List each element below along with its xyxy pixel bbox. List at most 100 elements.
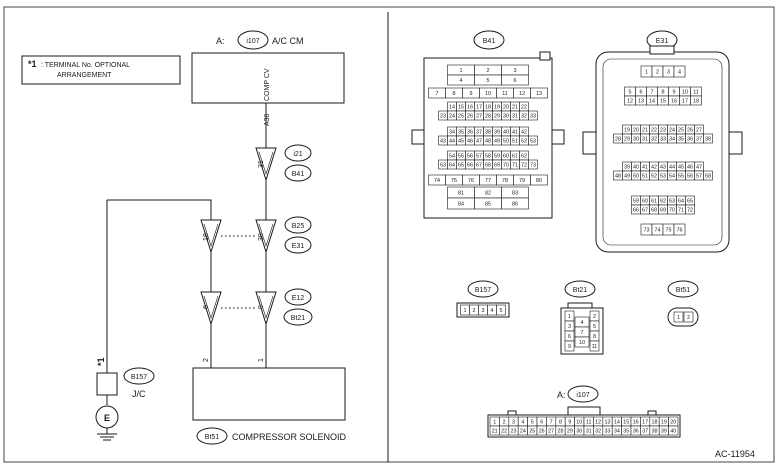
joint-connector-e12-bt21: 6 9 E12 Bt21 <box>200 288 313 326</box>
svg-text:B157: B157 <box>475 287 491 294</box>
b41-pin-9-label: 9 <box>470 91 473 97</box>
e31-pin-29-label: 29 <box>624 137 630 143</box>
b41-pin-43-label: 43 <box>440 139 446 145</box>
bt21-pin-4-label: 4 <box>581 320 584 326</box>
b41-pin-16-label: 16 <box>467 105 473 111</box>
e31-pin-11-label: 11 <box>693 90 699 96</box>
i107-pin-1-label: 1 <box>493 420 496 426</box>
svg-text:Bt51: Bt51 <box>205 434 220 441</box>
e31-pin-25-label: 25 <box>678 128 684 134</box>
i107-pin-2-label: 2 <box>503 420 506 426</box>
b157-pin-3-label: 3 <box>482 308 485 314</box>
b41-pin-86-label: 86 <box>512 202 518 208</box>
svg-text:: TERMINAL No. OPTIONAL: : TERMINAL No. OPTIONAL <box>41 62 130 69</box>
svg-text:2: 2 <box>687 315 690 321</box>
svg-text:*1: *1 <box>28 59 37 69</box>
connector-face-bt51: Bt51 1 2 <box>667 280 699 327</box>
svg-text:J/C: J/C <box>132 389 146 399</box>
b41-pin-56-label: 56 <box>467 154 473 160</box>
wire-jc-to-solenoid <box>107 199 212 368</box>
svg-text:18: 18 <box>203 233 210 241</box>
bt21-pin-11 <box>589 340 600 352</box>
bt21-pin-11-label: 11 <box>592 344 598 350</box>
b41-pin-14-label: 14 <box>449 105 455 111</box>
e31-pin-64-label: 64 <box>678 199 684 205</box>
e31-pin-43-label: 43 <box>660 165 666 171</box>
e31-pin-46-label: 46 <box>687 165 693 171</box>
b41-pin-62-label: 62 <box>521 154 527 160</box>
b41-pin-30-label: 30 <box>503 114 509 120</box>
svg-text:B41: B41 <box>292 171 305 178</box>
e31-pin-30-label: 30 <box>633 137 639 143</box>
bt21-pin-3-label: 3 <box>568 324 571 330</box>
b41-pin-4-label: 4 <box>460 78 463 84</box>
e31-pin-39-label: 39 <box>624 165 630 171</box>
e31-pin-72-label: 72 <box>687 208 693 214</box>
i107-pin-26-label: 26 <box>539 429 545 435</box>
e31-pin-18-label: 18 <box>693 99 699 105</box>
i107-pin-10-label: 10 <box>576 420 582 426</box>
e31-pin-22-label: 22 <box>651 128 657 134</box>
figure-code: AC-11954 <box>715 449 755 459</box>
b41-pin-11-label: 11 <box>502 91 508 97</box>
svg-text:1: 1 <box>677 315 680 321</box>
b41-pin-38-label: 38 <box>485 130 491 136</box>
b41-pin-80 <box>530 174 548 186</box>
e31-pin-56-label: 56 <box>687 174 693 180</box>
i107-pin-3-label: 3 <box>512 420 515 426</box>
b41-pin-35-label: 35 <box>458 130 464 136</box>
e31-pin-14-label: 14 <box>649 99 655 105</box>
e31-pin-52-label: 52 <box>651 174 657 180</box>
i107-pin-16-label: 16 <box>633 420 639 426</box>
e31-pin-35-label: 35 <box>678 137 684 143</box>
e31-pin-32-label: 32 <box>651 137 657 143</box>
e31-pin-71-label: 71 <box>678 208 684 214</box>
svg-text:A36: A36 <box>264 113 271 126</box>
compressor-solenoid: 2 1 Bt51 COMPRESSOR SOLENOID <box>192 358 347 445</box>
b41-pin-81-label: 81 <box>458 191 464 197</box>
b41-pin-8-label: 8 <box>453 91 456 97</box>
svg-text:COMPRESSOR SOLENOID: COMPRESSOR SOLENOID <box>232 432 347 442</box>
b41-pin-7-label: 7 <box>436 91 439 97</box>
b41-pin-82-label: 82 <box>485 191 491 197</box>
i107-pin-38-label: 38 <box>652 429 658 435</box>
b41-pin-70-label: 70 <box>503 163 509 169</box>
e31-pin-67-label: 67 <box>642 208 648 214</box>
i107-pin-13-label: 13 <box>605 420 611 426</box>
b41-pin-74-label: 74 <box>434 178 440 184</box>
optional-arrangement-note: *1 : TERMINAL No. OPTIONAL ARRANGEMENT <box>21 55 181 85</box>
b41-pin-42-label: 42 <box>521 130 527 136</box>
bt21-pin-1-label: 1 <box>568 314 571 320</box>
b157-pin-1-label: 1 <box>464 308 467 314</box>
b41-pin-41-label: 41 <box>512 130 518 136</box>
b157-pin-5 <box>496 304 506 316</box>
b41-pin-12-label: 12 <box>519 91 525 97</box>
svg-text:9: 9 <box>258 305 265 309</box>
b41-pin-47-label: 47 <box>476 139 482 145</box>
joint-connector-i21-b41: 31 i21 B41 <box>255 144 312 182</box>
b41-pin-19-label: 19 <box>494 105 500 111</box>
ac-control-module: A: i107 A/C CM COMP CV A36 <box>191 30 345 126</box>
svg-text:A:: A: <box>557 390 566 400</box>
svg-text:6: 6 <box>203 305 210 309</box>
b41-pin-32-label: 32 <box>521 114 527 120</box>
bt21-pin-8-label: 8 <box>593 334 596 340</box>
e31-pin-68-label: 68 <box>651 208 657 214</box>
svg-text:COMP CV: COMP CV <box>264 68 271 101</box>
i107-pin-36-label: 36 <box>633 429 639 435</box>
b41-pin-75-label: 75 <box>451 178 457 184</box>
b41-pin-1-label: 1 <box>460 68 463 74</box>
ac-cm-box <box>191 52 345 104</box>
b41-pin-65-label: 65 <box>458 163 464 169</box>
svg-text:Bt21: Bt21 <box>291 315 306 322</box>
i107-pin-8-label: 8 <box>559 420 562 426</box>
e31-pin-38-label: 38 <box>705 137 711 143</box>
i107-pin-30-label: 30 <box>576 429 582 435</box>
e31-pin-16-label: 16 <box>671 99 677 105</box>
e31-pin-50-label: 50 <box>633 174 639 180</box>
e31-pin-54-label: 54 <box>669 174 675 180</box>
i107-pin-34-label: 34 <box>614 429 620 435</box>
